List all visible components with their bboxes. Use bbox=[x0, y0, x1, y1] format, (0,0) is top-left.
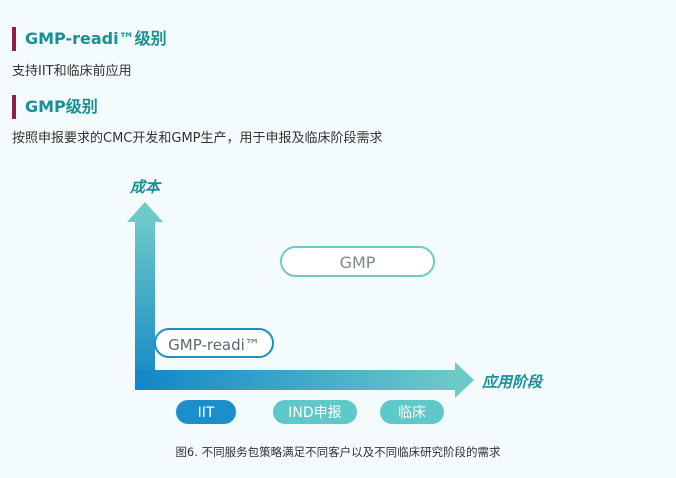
stage-clinical-label: 临床 bbox=[398, 405, 426, 421]
x-axis-label: 应用阶段 bbox=[481, 373, 544, 391]
section-title-gmp-readi: GMP-readi™级别 bbox=[12, 27, 167, 51]
y-axis-arrow bbox=[127, 202, 163, 390]
section-desc-gmp-readi: 支持IIT和临床前应用 bbox=[12, 64, 132, 79]
cost-stage-diagram: 成本 应用阶段 GMP GMP-readi™ IIT IND申报 临床 bbox=[127, 178, 544, 424]
stage-iit-label: IIT bbox=[198, 405, 215, 421]
tier-gmp-readi-label: GMP-readi™ bbox=[168, 336, 260, 354]
tier-gmp-label: GMP bbox=[340, 253, 376, 272]
section-desc-gmp: 按照申报要求的CMC开发和GMP生产，用于申报及临床阶段需求 bbox=[12, 131, 383, 146]
figure-caption: 图6. 不同服务包策略满足不同客户以及不同临床研究阶段的需求 bbox=[175, 445, 501, 459]
section-title-gmp: GMP级别 bbox=[12, 95, 98, 119]
x-axis-arrow bbox=[135, 362, 474, 398]
stage-clinical: 临床 bbox=[380, 400, 444, 424]
tier-gmp-readi: GMP-readi™ bbox=[154, 328, 274, 358]
y-axis-label: 成本 bbox=[129, 178, 162, 196]
stage-ind-label: IND申报 bbox=[288, 405, 341, 421]
stage-ind: IND申报 bbox=[273, 400, 357, 424]
tier-gmp: GMP bbox=[280, 246, 435, 277]
stage-iit: IIT bbox=[176, 400, 236, 424]
